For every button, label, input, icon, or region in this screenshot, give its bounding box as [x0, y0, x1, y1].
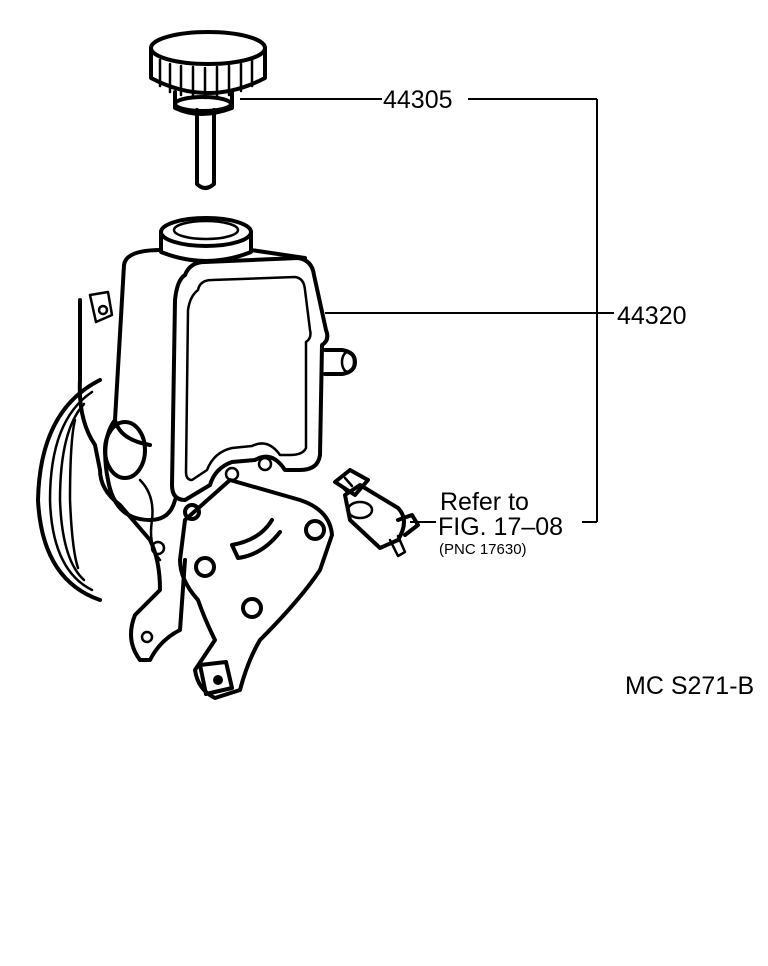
fig-reference-label: FIG. 17–08 [438, 513, 563, 541]
pnc-reference-label: (PNC 17630) [439, 541, 527, 558]
pump-assembly-drawing [36, 216, 357, 700]
refer-to-label: Refer to [440, 488, 529, 516]
reservoir-cap-drawing [149, 30, 267, 190]
pressure-switch-drawing [333, 468, 420, 558]
figure-code: MC S271-B [625, 672, 754, 700]
part-number-44305: 44305 [383, 86, 453, 114]
part-number-44320: 44320 [617, 302, 687, 330]
leader-lines [240, 98, 614, 523]
